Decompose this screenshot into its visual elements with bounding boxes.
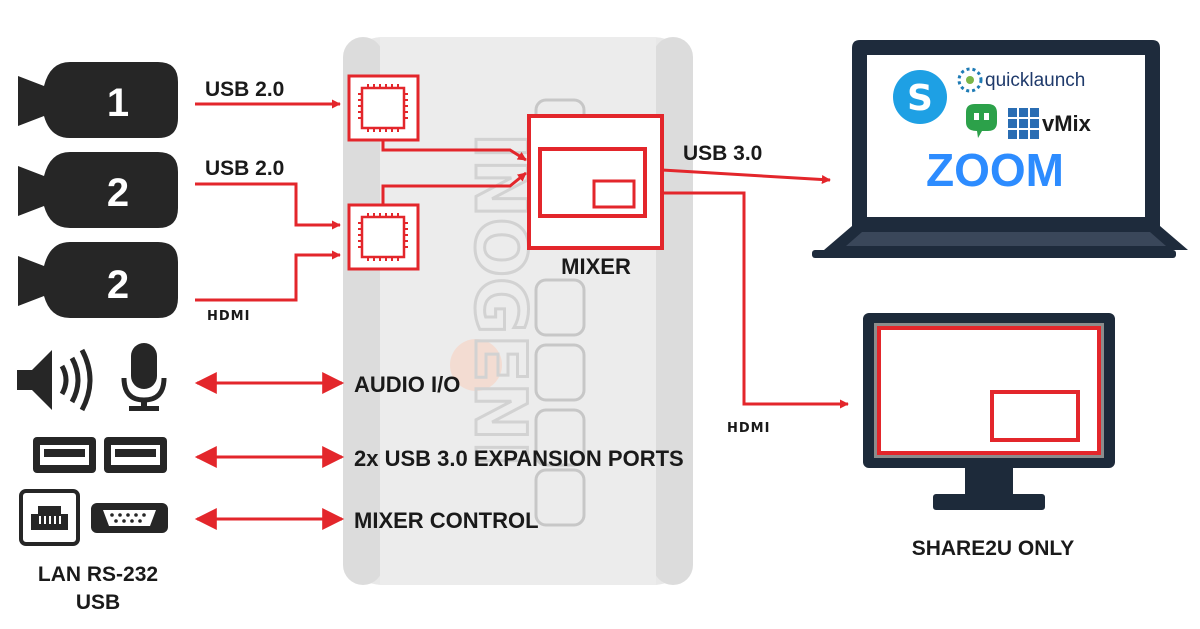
- brand-logo-mark: [450, 339, 502, 391]
- usb3-output-label: USB 3.0: [683, 142, 762, 165]
- monitor: [863, 313, 1115, 510]
- vmix-label: vMix: [1042, 111, 1092, 136]
- skype-icon: S: [893, 70, 947, 124]
- camera-icon: [18, 242, 178, 318]
- mixer-block: [527, 114, 664, 250]
- mixer-control-label: MIXER CONTROL: [354, 508, 539, 533]
- hdmi-input-label: HDMI: [207, 309, 250, 324]
- monitor-caption: SHARE2U ONLY: [912, 537, 1075, 560]
- audio-io-label: AUDIO I/O: [354, 372, 460, 397]
- processor-chip-2: [347, 203, 420, 271]
- camera-1: 1: [18, 62, 178, 138]
- usb-expansion-label: 2x USB 3.0 EXPANSION PORTS: [354, 446, 684, 471]
- quicklaunch-label: quicklaunch: [985, 70, 1085, 91]
- microphone-icon: [121, 343, 167, 411]
- usb2-label-2: USB 2.0: [205, 157, 284, 180]
- camera-number: 1: [107, 81, 129, 125]
- rs232-port-icon: [91, 503, 168, 533]
- hangouts-icon: [966, 104, 997, 138]
- camera-number: 2: [107, 171, 129, 215]
- camera-2b: 2: [18, 242, 178, 318]
- usb2-label-1: USB 2.0: [205, 78, 284, 101]
- vmix-icon: [1008, 108, 1039, 139]
- zoom-logo: ZOOM: [926, 144, 1064, 196]
- usb-port-icon: [104, 437, 167, 473]
- camera-2a: 2: [18, 152, 178, 228]
- svg-text:S: S: [907, 78, 933, 119]
- usb-port-icon: [33, 437, 96, 473]
- quicklaunch-icon: [957, 67, 983, 93]
- mixer-label: MIXER: [561, 254, 631, 279]
- camera-number: 2: [107, 263, 129, 307]
- camera-icon: [18, 152, 178, 228]
- control-ports-caption-line1: LAN RS-232: [38, 563, 158, 586]
- hdmi-output-label: HDMI: [727, 421, 770, 436]
- io-arrows: [194, 372, 345, 530]
- camera-icon: [18, 62, 178, 138]
- signal-lines: [195, 99, 849, 409]
- laptop: S quicklaunch vMix ZOOM: [812, 40, 1188, 258]
- lan-port-icon: [19, 489, 80, 546]
- speaker-icon: [17, 348, 93, 412]
- control-ports-caption-line2: USB: [76, 591, 120, 614]
- processor-chip-1: [347, 74, 420, 142]
